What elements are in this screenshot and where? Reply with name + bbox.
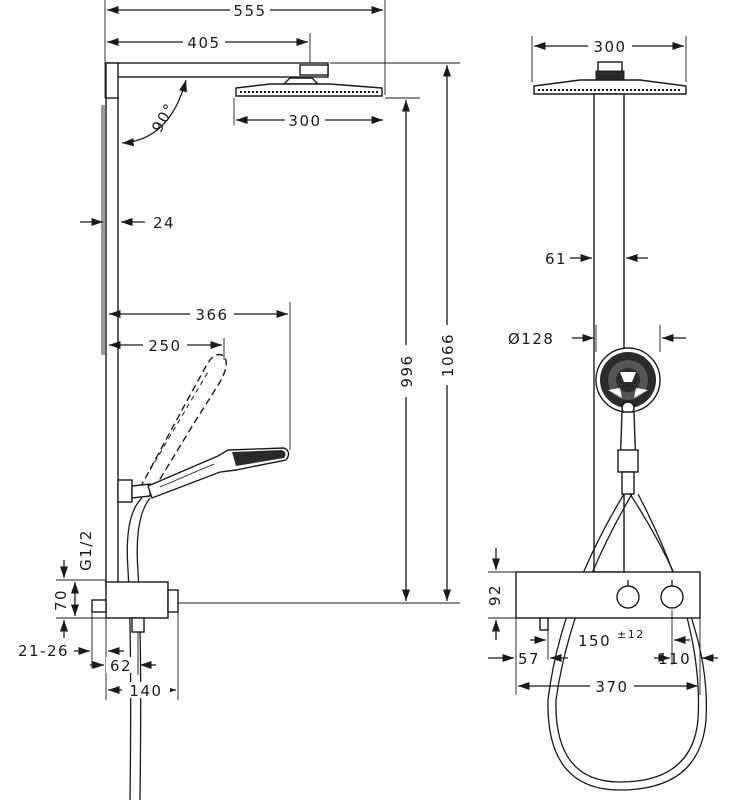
dimension-300-head: 300	[233, 98, 383, 130]
dimension-70: 70	[52, 582, 106, 638]
dimension-405: 405	[107, 34, 308, 52]
flow-knob	[660, 580, 684, 609]
dimension-61: 61	[545, 250, 648, 268]
riser-pipe-front	[593, 93, 625, 573]
dim-110-label: 110	[658, 650, 691, 668]
riser-pipe	[101, 97, 119, 589]
dim-128-label: Ø128	[508, 330, 554, 348]
dim-250-label: 250	[148, 337, 181, 355]
shower-arm	[105, 62, 329, 100]
dimension-250: 250	[109, 337, 225, 360]
dim-405-label: 405	[187, 34, 220, 52]
dim-1066-label: 1066	[439, 333, 457, 377]
dim-61-label: 61	[545, 250, 567, 268]
dimension-300-front: 300	[531, 36, 687, 82]
dim-62-label: 62	[110, 657, 132, 675]
dim-70-label: 70	[52, 589, 70, 611]
dim-150-tolerance: ±12	[617, 628, 645, 641]
temperature-knob	[616, 580, 640, 609]
dim-996-label: 996	[398, 354, 416, 387]
overhead-shower-head	[235, 77, 383, 97]
dimension-370: 370	[518, 678, 698, 696]
hand-shower-raised-outline	[138, 353, 227, 493]
dimension-140: 140	[108, 612, 179, 700]
hand-shower-holder	[117, 479, 151, 503]
dimension-62: 62	[90, 632, 156, 675]
hand-shower	[147, 447, 290, 499]
dimension-21-26: 21-26	[18, 612, 124, 700]
overhead-shower-head-front	[533, 61, 687, 95]
dimension-996: 996	[398, 100, 416, 601]
shower-hose-side	[126, 497, 151, 800]
shower-hose-front	[547, 493, 708, 791]
dim-555-label: 555	[233, 2, 266, 20]
dim-21-26-label: 21-26	[18, 642, 69, 660]
dim-92-label: 92	[486, 584, 504, 606]
front-view: 300 61 Ø128	[486, 36, 718, 791]
dimension-92: 92	[486, 548, 516, 640]
dimension-57: 57	[488, 618, 568, 695]
dim-300-label: 300	[288, 112, 321, 130]
dim-140-label: 140	[129, 682, 162, 700]
dimension-1066: 1066	[439, 65, 457, 601]
dimension-366: 366	[109, 302, 291, 450]
hand-shower-front	[595, 347, 661, 495]
thermostat-front	[515, 571, 701, 631]
dim-g12-label: G1/2	[77, 529, 95, 571]
dimension-128: Ø128	[508, 325, 686, 352]
dim-150-label: 150	[578, 632, 611, 650]
angle-90: 90°	[121, 79, 187, 147]
dimension-150: 150 ±12	[530, 610, 690, 665]
dimension-110: 110	[654, 618, 718, 695]
dimension-555: 555	[107, 0, 383, 20]
dim-370-label: 370	[595, 678, 628, 696]
dim-90-label: 90°	[148, 100, 179, 136]
dim-57-label: 57	[518, 650, 540, 668]
dimension-24: 24	[80, 214, 175, 232]
dim-24-label: 24	[153, 214, 175, 232]
thermostat-side	[91, 581, 179, 633]
side-view: 555 405 300 90°	[18, 0, 460, 800]
front-dim-300-label: 300	[593, 38, 626, 56]
dim-366-label: 366	[195, 306, 228, 324]
